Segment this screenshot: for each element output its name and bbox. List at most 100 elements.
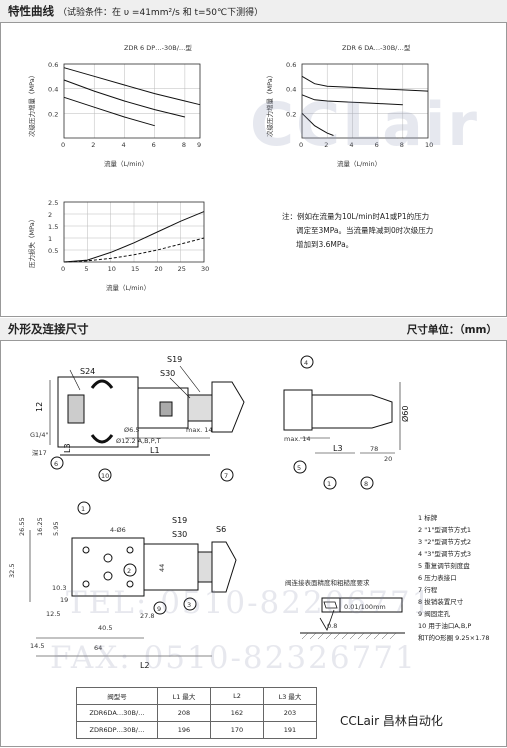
label-125: 12.5	[46, 610, 60, 618]
surface-title: 阀连接表面精度和粗糙度要求	[285, 578, 370, 587]
x-tick-label: 4	[121, 141, 125, 149]
callout-4	[300, 355, 314, 369]
spec-table: 阀型号 L1 最大 L2 L3 最大 ZDR6DA…30B/… 208 162 …	[76, 687, 317, 739]
label-s19: S19	[167, 355, 182, 364]
x-tick-label: 9	[197, 141, 201, 149]
callout-6-num: 6	[54, 460, 58, 468]
port-hole	[82, 546, 90, 554]
callout-1-top-num: 1	[81, 505, 85, 513]
y-tick-label: 0.6	[48, 61, 58, 69]
o-ring-marks	[90, 379, 114, 444]
legend: 1 标牌 2 "1"型调节方式1 3 "2"型调节方式2 4 "3"型调节方式3…	[418, 512, 490, 644]
series-line	[301, 75, 429, 92]
valve-end-view	[283, 389, 313, 431]
y-tick-label: 0.6	[286, 61, 296, 69]
leader-s19	[179, 365, 201, 393]
table-cell: 162	[210, 704, 264, 722]
table-cell: 196	[157, 721, 211, 739]
leader-s24	[69, 369, 81, 391]
chart-title: ZDR 6 DA…-30B/…型	[342, 43, 411, 52]
table-header: 阀型号	[76, 687, 158, 705]
callout-3-top	[183, 597, 197, 611]
callout-4-num: 4	[304, 359, 308, 367]
callout-5-num: 5	[297, 464, 301, 472]
legend-item: 2 "1"型调节方式1	[418, 526, 471, 534]
legend-item: 6 压力表接口	[418, 574, 457, 582]
x-tick-label: 20	[154, 265, 162, 273]
label-145: 14.5	[30, 642, 44, 650]
legend-item: 5 重复调节刻度盘	[418, 562, 470, 570]
table-header: L1 最大	[157, 687, 211, 705]
adjust-block	[159, 401, 173, 417]
x-tick-label: 0	[299, 141, 303, 149]
x-tick-label: 5	[84, 265, 88, 273]
legend-item: 9 阀固定孔	[418, 610, 451, 618]
label-4d6: 4-Ø6	[110, 526, 126, 534]
table-cell: 203	[263, 704, 317, 722]
chart-note: 注：例如在流量为10L/min时A1或P1的压力 调定至3MPa。当流量降减到0…	[282, 210, 433, 252]
knob	[211, 381, 245, 433]
label-19: 19	[60, 596, 68, 604]
callout-5	[293, 460, 307, 474]
series-line	[63, 96, 155, 127]
callout-9-top-num: 9	[157, 605, 161, 613]
callout-1	[323, 476, 337, 490]
callout-1-num: 1	[327, 480, 331, 488]
y-tick-label: 0.4	[48, 86, 58, 94]
x-tick-label: 25	[178, 265, 186, 273]
chart-title: ZDR 6 DP…-30B/…型	[124, 43, 192, 52]
port-hole	[103, 571, 113, 581]
label-l3-b: L3	[333, 444, 343, 453]
series-line	[301, 94, 403, 106]
series-line	[63, 237, 205, 263]
gauge-port	[67, 394, 85, 424]
legend-item: 和T的O形圈 9.25×1.78	[418, 634, 490, 642]
y-tick-label: 1	[48, 235, 52, 243]
table-cell: 191	[263, 721, 317, 739]
port-hole	[103, 553, 113, 563]
flatness-symbol-icon	[323, 601, 338, 609]
valve-profile	[311, 394, 393, 429]
adjuster	[187, 394, 213, 422]
label-s30: S30	[160, 369, 175, 378]
label-s30-top: S30	[172, 530, 187, 539]
x-tick-label: 15	[131, 265, 139, 273]
port-hole	[126, 580, 134, 588]
y-tick-label: 0.2	[286, 110, 296, 118]
label-d65: Ø6.5	[124, 426, 139, 434]
legend-item: 4 "3"型调节方式3	[418, 550, 471, 558]
label-l3: L3	[63, 443, 72, 453]
plot-frame	[63, 201, 205, 263]
y-axis-label: 压力损失（MPa）	[27, 216, 36, 268]
label-405: 40.5	[98, 624, 112, 632]
callout-8-num: 8	[364, 480, 368, 488]
x-axis-label: 流量（L/min）	[106, 283, 150, 292]
series-line	[63, 67, 201, 106]
table-row: ZDR6DA…30B/… 208 162 203	[76, 704, 317, 722]
callout-7	[220, 468, 234, 482]
label-1625: 16.25	[36, 517, 44, 536]
label-64: 64	[94, 644, 102, 652]
surface-hatch	[301, 632, 397, 640]
x-tick-label: 10	[108, 265, 116, 273]
legend-item: 10 用于油口A,B,P	[418, 622, 472, 630]
x-tick-label: 6	[375, 141, 379, 149]
note-line: 调定至3MPa。当流量降减到0时次级压力	[296, 226, 434, 235]
label-max14-b: max. 14	[284, 435, 311, 443]
legend-item: 1 标牌	[418, 514, 438, 522]
dimensions-header: 外形及连接尺寸 尺寸单位：（mm）	[0, 318, 507, 341]
callout-3-top-num: 3	[187, 601, 191, 609]
series-line	[63, 211, 205, 263]
x-axis-label: 流量（L/min）	[337, 159, 381, 168]
callout-1-top	[77, 501, 91, 515]
x-tick-label: 8	[400, 141, 404, 149]
section-title: 外形及连接尺寸	[8, 322, 89, 336]
roughness-value: 0.8	[327, 622, 337, 630]
y-tick-label: 2.5	[48, 199, 58, 207]
knob-top	[211, 541, 237, 593]
label-78: 78	[370, 445, 378, 453]
port-hole	[82, 580, 90, 588]
